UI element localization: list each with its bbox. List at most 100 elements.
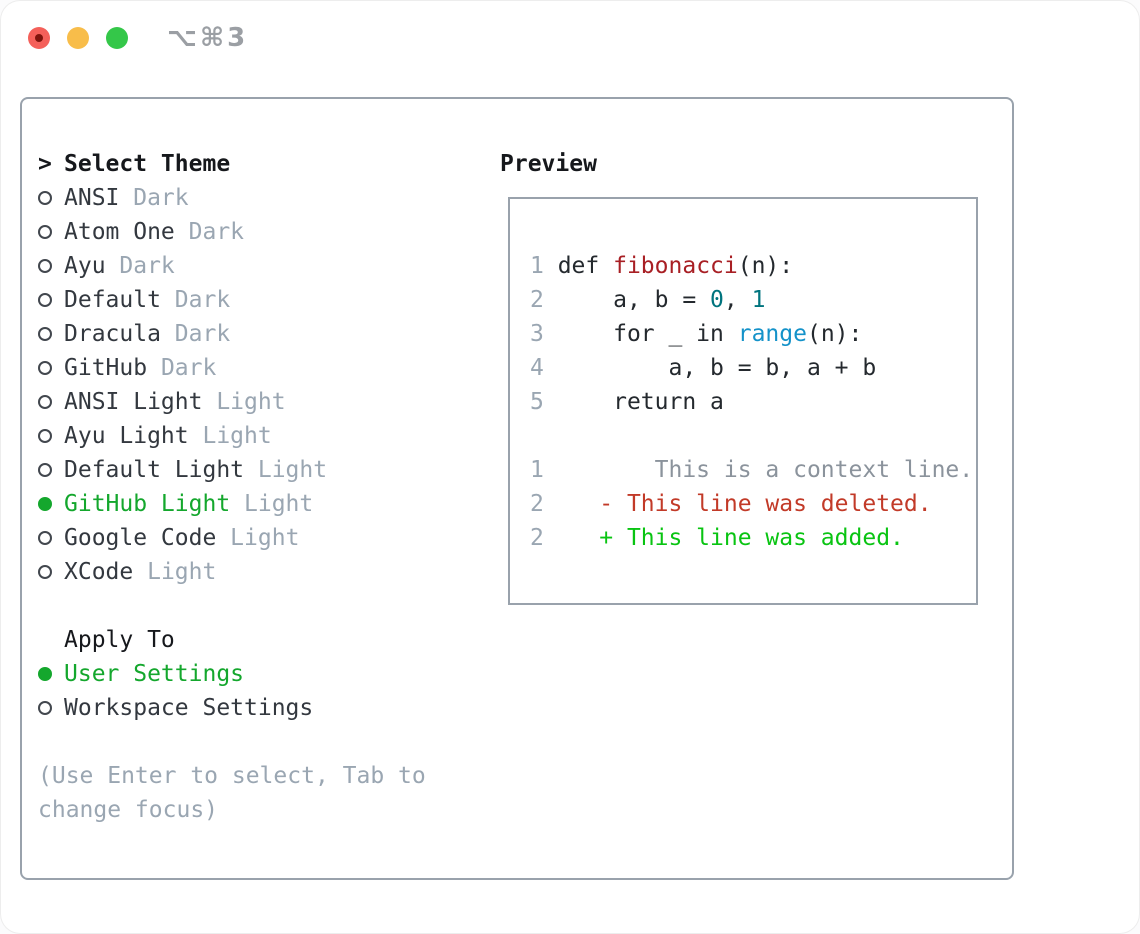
title-bar: ⌥⌘3: [0, 0, 1140, 75]
option-name: GitHub: [64, 355, 148, 381]
line-number: 1: [530, 457, 544, 483]
option-variant: Dark: [105, 253, 175, 279]
code-token-builtin: range: [737, 321, 807, 347]
code-token-code: a, b = b, a + b: [543, 355, 877, 381]
option-variant: Light: [230, 491, 314, 517]
line-number: 4: [530, 355, 544, 381]
option-variant: Dark: [160, 321, 231, 347]
radio-icon[interactable]: [38, 531, 52, 545]
radio-icon[interactable]: [38, 259, 52, 273]
code-token-code: for _ in: [543, 321, 738, 347]
theme-option-row[interactable]: Ayu Light Light: [38, 419, 488, 453]
zoom-button-icon[interactable]: [106, 26, 128, 49]
hint-text-line: change focus): [38, 797, 219, 823]
preview-line: 2 - This line was deleted.: [530, 487, 976, 521]
preview-column: Preview 1 def fibonacci(n):2 a, b = 0, 1…: [500, 147, 978, 605]
theme-selector-panel: > Select Theme ANSI Dark Atom One Dark A…: [20, 97, 1014, 880]
list-gap: [38, 589, 488, 623]
code-token-code: (n):: [737, 253, 794, 279]
option-variant: Dark: [119, 185, 189, 211]
option-name: Google Code: [64, 525, 217, 551]
preview-header: Preview: [500, 151, 597, 177]
option-name: Default: [64, 287, 161, 313]
theme-option-row[interactable]: GitHub Light Light: [38, 487, 488, 521]
option-name: Ayu Light: [64, 423, 189, 449]
radio-icon[interactable]: [38, 293, 52, 307]
line-number: 2: [530, 525, 544, 551]
option-name: Workspace Settings: [64, 695, 314, 721]
cursor-prompt-icon: >: [38, 151, 52, 177]
apply-to-options-list: User Settings Workspace Settings: [38, 657, 488, 725]
option-name: Dracula: [64, 321, 161, 347]
theme-option-row[interactable]: Google Code Light: [38, 521, 488, 555]
code-token-num: 1: [751, 287, 766, 313]
option-variant: Dark: [160, 287, 231, 313]
radio-icon[interactable]: [38, 395, 52, 409]
option-name: User Settings: [64, 661, 245, 687]
code-token-deleted: - This line was deleted.: [543, 491, 932, 517]
option-variant: Light: [202, 389, 286, 415]
radio-icon[interactable]: [38, 225, 52, 239]
option-name: ANSI Light: [64, 389, 203, 415]
theme-option-row[interactable]: GitHub Dark: [38, 351, 488, 385]
option-variant: Light: [244, 457, 328, 483]
preview-line: [530, 419, 976, 453]
theme-option-row[interactable]: Atom One Dark: [38, 215, 488, 249]
option-variant: Light: [133, 559, 217, 585]
select-theme-header: Select Theme: [64, 151, 231, 177]
option-name: GitHub Light: [64, 491, 231, 517]
theme-options-list: ANSI Dark Atom One Dark Ayu Dark Default…: [38, 181, 488, 589]
option-name: Default Light: [64, 457, 245, 483]
window-title: ⌥⌘3: [167, 22, 249, 53]
preview-line: 2 + This line was added.: [530, 521, 976, 555]
hint-text-line: (Use Enter to select, Tab to: [38, 763, 426, 789]
theme-option-row[interactable]: Dracula Dark: [38, 317, 488, 351]
preview-header-row: Preview: [500, 147, 978, 181]
option-variant: Light: [216, 525, 300, 551]
line-number: 2: [530, 491, 544, 517]
radio-icon[interactable]: [38, 565, 52, 579]
radio-icon[interactable]: [38, 497, 52, 511]
radio-icon[interactable]: [38, 191, 52, 205]
apply-option-row[interactable]: User Settings: [38, 657, 488, 691]
theme-option-row[interactable]: Default Dark: [38, 283, 488, 317]
radio-icon[interactable]: [38, 361, 52, 375]
line-number: 3: [530, 321, 544, 347]
apply-option-row[interactable]: Workspace Settings: [38, 691, 488, 725]
minimize-button-icon[interactable]: [67, 26, 89, 49]
code-token-code: a, b =: [543, 287, 711, 313]
option-variant: Light: [188, 423, 272, 449]
option-variant: Dark: [174, 219, 245, 245]
line-number: 2: [530, 287, 544, 313]
close-button-icon[interactable]: [28, 26, 50, 49]
hint-gap: [38, 725, 488, 759]
theme-option-row[interactable]: ANSI Dark: [38, 181, 488, 215]
apply-to-header-row: Apply To: [38, 623, 488, 657]
theme-option-row[interactable]: Default Light Light: [38, 453, 488, 487]
preview-line: 4 a, b = b, a + b: [530, 351, 976, 385]
radio-icon[interactable]: [38, 327, 52, 341]
option-name: Atom One: [64, 219, 175, 245]
radio-icon[interactable]: [38, 463, 52, 477]
code-token-code: return a: [543, 389, 724, 415]
radio-icon[interactable]: [38, 667, 52, 681]
apply-to-header: Apply To: [64, 627, 175, 653]
radio-icon[interactable]: [38, 429, 52, 443]
option-name: ANSI: [64, 185, 120, 211]
select-theme-header-row: > Select Theme: [38, 147, 488, 181]
code-token-num: 0: [710, 287, 724, 313]
theme-option-row[interactable]: XCode Light: [38, 555, 488, 589]
radio-icon[interactable]: [38, 701, 52, 715]
code-token-func: fibonacci: [613, 253, 738, 279]
theme-list-column: > Select Theme ANSI Dark Atom One Dark A…: [38, 147, 488, 827]
preview-line: 1 This is a context line.: [530, 453, 976, 487]
preview-line: 1 def fibonacci(n):: [530, 249, 976, 283]
theme-option-row[interactable]: Ayu Dark: [38, 249, 488, 283]
code-token-code: (n):: [806, 321, 863, 347]
code-token-added: + This line was added.: [543, 525, 904, 551]
preview-line: 3 for _ in range(n):: [530, 317, 976, 351]
line-number: 5: [530, 389, 544, 415]
preview-line: 2 a, b = 0, 1: [530, 283, 976, 317]
theme-option-row[interactable]: ANSI Light Light: [38, 385, 488, 419]
